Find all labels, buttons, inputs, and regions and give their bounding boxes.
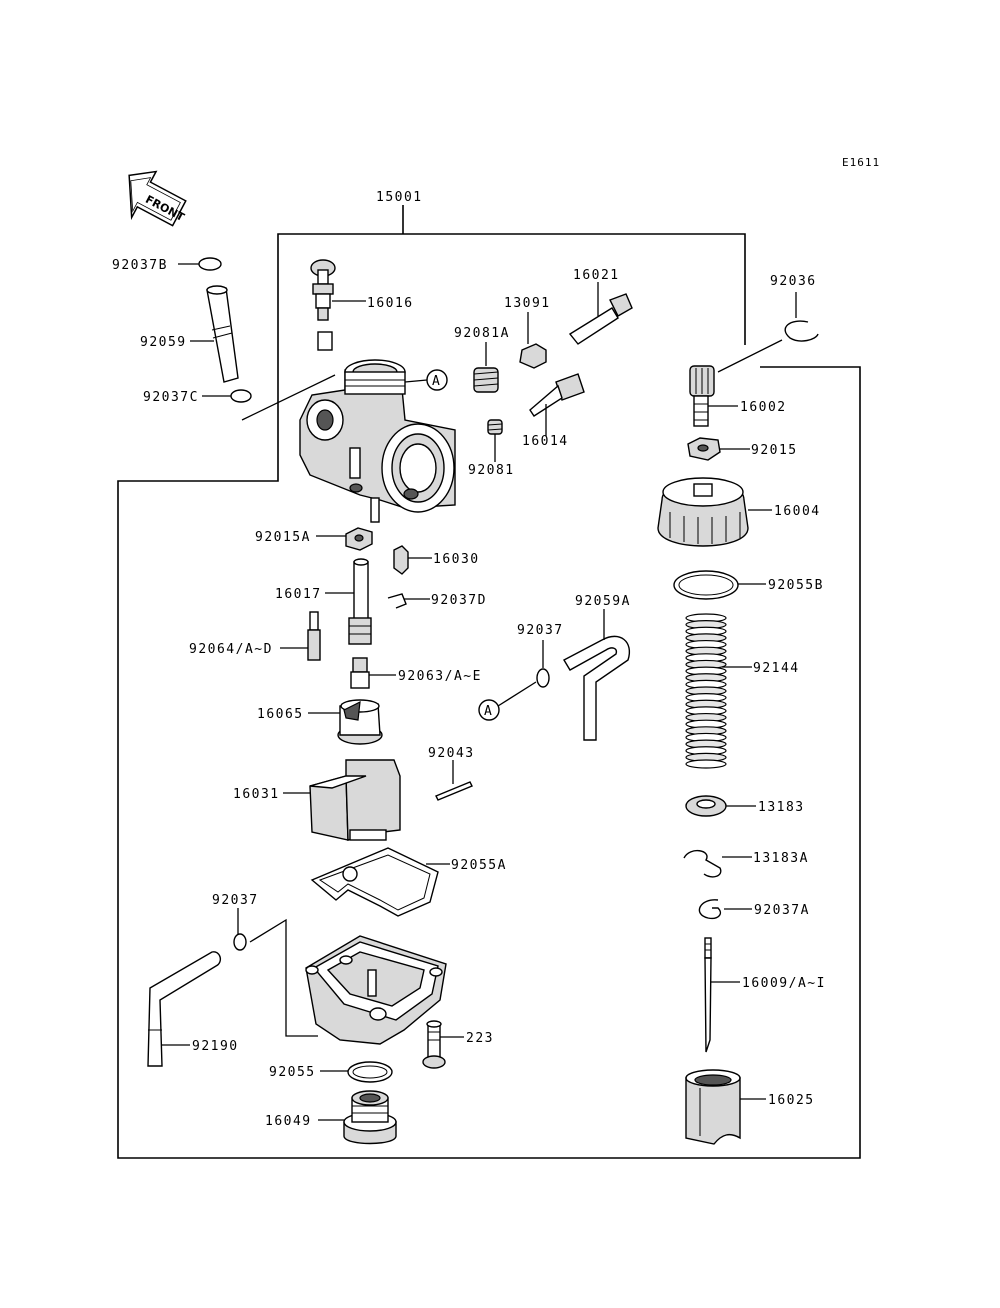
label-16025: 16025 xyxy=(768,1093,815,1108)
front-arrow-icon: FRONT xyxy=(128,170,187,227)
label-13091: 13091 xyxy=(504,296,551,311)
ref-marker-mid xyxy=(478,699,500,721)
label-92055: 92055 xyxy=(269,1065,316,1080)
label-13183: 13183 xyxy=(758,800,805,815)
label-16014: 16014 xyxy=(522,434,569,449)
clip-92037-low xyxy=(233,908,318,1037)
label-92055a: 92055A xyxy=(451,858,507,873)
label-92015a: 92015A xyxy=(255,530,311,545)
label-92063: 92063/A~E xyxy=(398,669,482,684)
nut-92015a xyxy=(316,527,373,551)
label-16031: 16031 xyxy=(233,787,280,802)
label-92081a: 92081A xyxy=(454,326,510,341)
label-92190: 92190 xyxy=(192,1039,239,1054)
label-16004: 16004 xyxy=(774,504,821,519)
clip-92037d xyxy=(387,593,430,609)
label-92059: 92059 xyxy=(140,335,187,350)
tube-92059 xyxy=(190,285,239,383)
diagram-code: E1611 xyxy=(842,156,880,169)
clip-92036 xyxy=(717,292,819,373)
valve-16030 xyxy=(393,545,432,575)
plug-16049 xyxy=(318,1090,397,1145)
eclip-92037a xyxy=(698,899,752,920)
float-16031 xyxy=(283,759,401,841)
oring-92055 xyxy=(320,1061,393,1083)
label-16049: 16049 xyxy=(265,1114,312,1129)
carburetor-body xyxy=(299,359,456,523)
needle-16014 xyxy=(529,373,585,436)
jet-92063 xyxy=(350,657,396,689)
clip-92037c xyxy=(202,374,336,421)
label-92081: 92081 xyxy=(468,463,515,478)
label-92037d: 92037D xyxy=(431,593,487,608)
label-92037b: 92037B xyxy=(112,258,168,273)
label-92144: 92144 xyxy=(753,661,800,676)
label-92037c: 92037C xyxy=(143,390,199,405)
screw-16016 xyxy=(310,259,366,351)
ref-marker-mid-label: A xyxy=(484,704,493,719)
label-16009: 16009/A~I xyxy=(742,976,826,991)
label-16021: 16021 xyxy=(573,268,620,283)
ref-marker-top-label: A xyxy=(432,374,441,389)
spring-92081a xyxy=(473,342,499,393)
adjuster-16002 xyxy=(689,365,738,427)
clip-92037b xyxy=(178,257,222,271)
pin-92043 xyxy=(435,760,473,801)
clip-92037-mid xyxy=(497,640,550,707)
oring-92055b xyxy=(673,570,766,600)
gasket-92055a xyxy=(310,847,450,917)
cap-16004 xyxy=(657,477,772,547)
label-13183a: 13183A xyxy=(753,851,809,866)
label-92043: 92043 xyxy=(428,746,475,761)
nut-13091 xyxy=(519,312,547,369)
label-16002: 16002 xyxy=(740,400,787,415)
label-92055b: 92055B xyxy=(768,578,824,593)
label-15001: 15001 xyxy=(376,190,423,205)
label-16017: 16017 xyxy=(275,587,322,602)
slide-16025 xyxy=(685,1069,766,1145)
label-16016: 16016 xyxy=(367,296,414,311)
jet-92064 xyxy=(280,611,321,661)
washer-13183 xyxy=(685,795,756,817)
label-223: 223 xyxy=(466,1031,494,1046)
nut-92015 xyxy=(687,437,750,461)
spring-92081 xyxy=(487,419,503,462)
label-92037a: 92037A xyxy=(754,903,810,918)
label-92036: 92036 xyxy=(770,274,817,289)
label-92059a: 92059A xyxy=(575,594,631,609)
label-16065: 16065 xyxy=(257,707,304,722)
label-92037-low: 92037 xyxy=(212,893,259,908)
assembly-frame xyxy=(117,205,861,1159)
holder-16065 xyxy=(308,699,383,745)
clip-13183a xyxy=(683,850,752,878)
needle-16009 xyxy=(704,937,740,1053)
jet-16017 xyxy=(325,558,372,645)
spring-92144 xyxy=(685,613,727,769)
label-92064: 92064/A~D xyxy=(189,642,273,657)
tube-92190 xyxy=(147,951,222,1067)
screw-16021 xyxy=(568,282,633,345)
screw-223 xyxy=(422,1020,464,1069)
label-92037-mid: 92037 xyxy=(517,623,564,638)
tube-92059a xyxy=(563,609,631,741)
label-92015: 92015 xyxy=(751,443,798,458)
float-bowl xyxy=(305,935,447,1045)
label-16030: 16030 xyxy=(433,552,480,567)
